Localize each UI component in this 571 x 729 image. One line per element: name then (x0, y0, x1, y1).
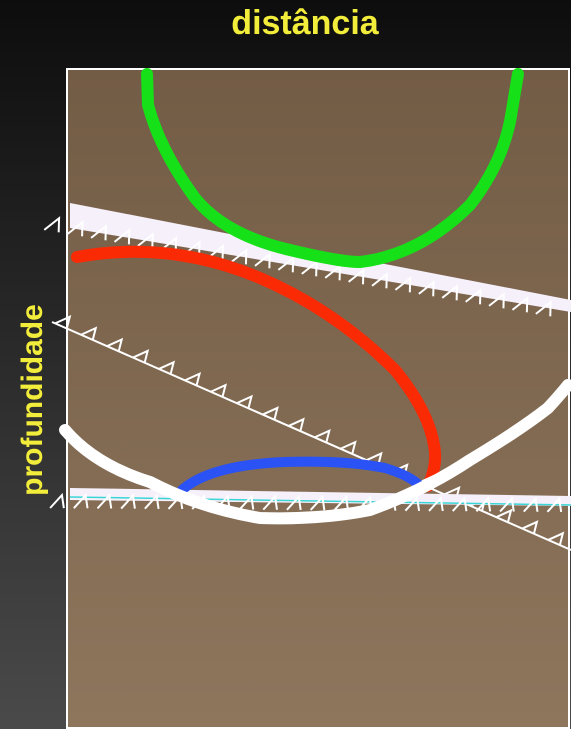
fault-tooth (44, 218, 59, 232)
fault-tooth (50, 495, 64, 508)
